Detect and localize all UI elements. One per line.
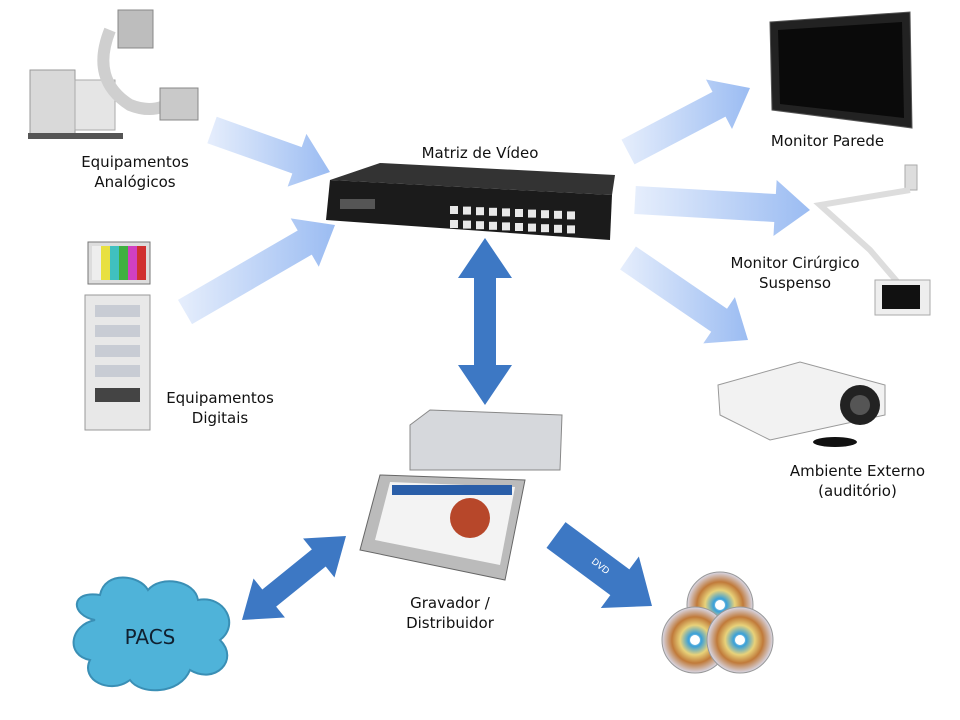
matrix-button [528,223,536,232]
c-arm-equipment-image [28,9,199,139]
matrix-button [541,224,549,233]
wall-monitor-image [769,11,913,129]
matrix-button [541,210,549,219]
matrix-button [554,224,562,233]
matrix-button [502,208,510,217]
pacs-cloud-icon [72,576,231,692]
label-video-matrix: Matriz de Vídeo [421,144,539,162]
matrix-button [476,221,484,230]
matrix-button [450,220,458,228]
arrow-recorder-to-dvd [546,522,652,608]
arrow-matrix-to-projector [620,246,748,344]
matrix-button [554,210,562,219]
matrix-button [567,225,575,234]
dvd-discs-icon [661,571,774,674]
matrix-button [450,206,458,214]
label-external-environment: Ambiente Externo(auditório) [789,462,926,500]
label-pacs: PACS [124,625,176,649]
recorder-image [359,409,563,581]
matrix-button [489,221,497,230]
matrix-button [515,209,523,217]
arrow-matrix-to-surgical-monitor [634,180,810,236]
video-tower-image [84,241,151,431]
arrow-matrix-to-wall-monitor [621,79,750,165]
matrix-button [515,223,523,231]
arrow-digital-to-matrix [177,218,335,325]
arrow-matrix-recorder-bidirectional [458,238,512,405]
matrix-button [502,222,510,231]
video-matrix-image [326,163,615,240]
matrix-button [476,207,484,216]
matrix-button [463,206,471,215]
surgical-monitor-image [813,164,931,316]
matrix-button [567,211,575,220]
label-recorder: Gravador /Distribuidor [406,594,494,632]
matrix-button [528,209,536,218]
label-wall-monitor: Monitor Parede [770,132,885,150]
arrow-analog-to-matrix [207,116,330,187]
matrix-button [489,207,497,216]
matrix-button [463,220,471,229]
arrows-layer [177,79,810,620]
projector-image [717,361,886,447]
arrow-recorder-pacs-bidirectional [242,536,346,620]
